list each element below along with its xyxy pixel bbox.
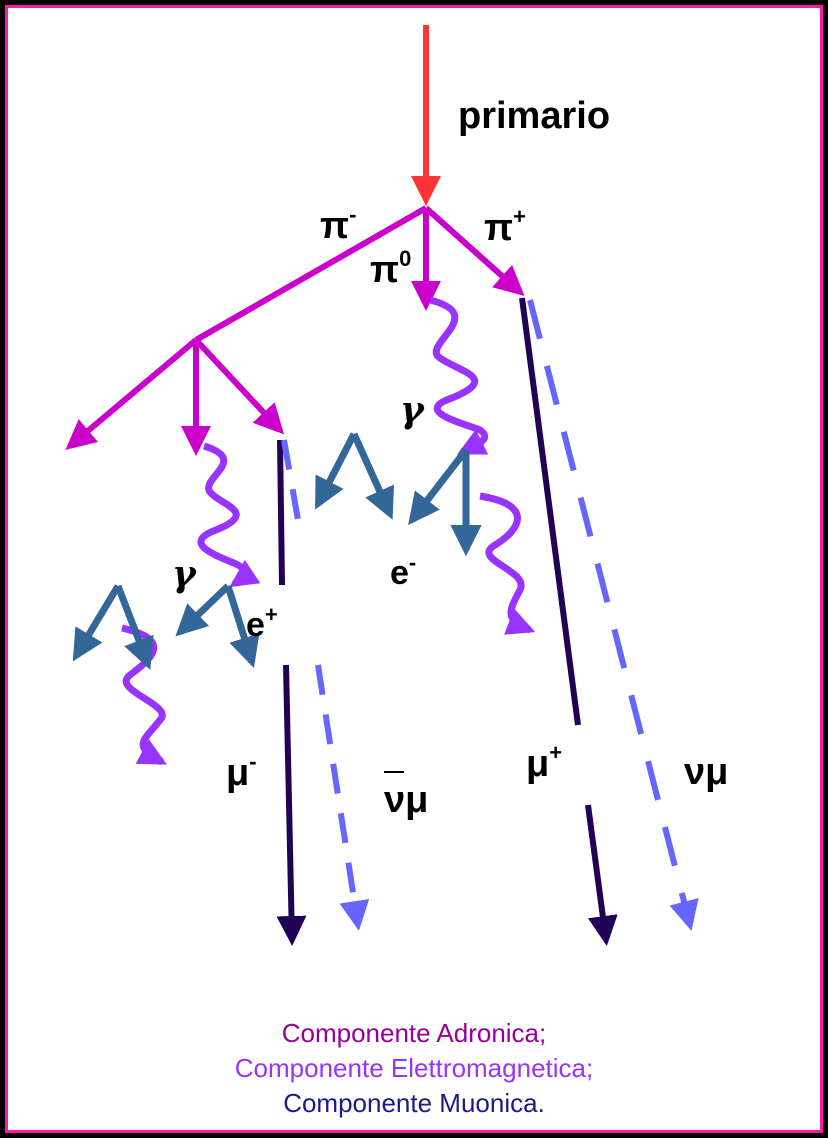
neutrino-track xyxy=(527,299,699,931)
label-pi-zero: π0 xyxy=(370,246,411,291)
muon-track-right-upper xyxy=(519,297,581,726)
hadron-branch-left xyxy=(65,337,198,450)
label-pi-plus: π+ xyxy=(484,204,526,249)
em-arrow-c1 xyxy=(314,432,358,510)
label-neutrino-mu: νμ xyxy=(684,751,728,793)
photon-wave-right xyxy=(479,492,536,635)
label-pi-minus: π- xyxy=(320,202,356,247)
legend-electromagnetic: Componente Elettromagnetica; xyxy=(234,1053,594,1083)
em-arrow-c2 xyxy=(350,432,395,520)
antineutrino-track-lower xyxy=(315,664,370,931)
em-arrow-c3 xyxy=(408,447,469,525)
photon-wave-center xyxy=(429,296,489,456)
em-arrow-bl1 xyxy=(72,584,122,662)
muon-track-left-lower xyxy=(276,664,307,946)
legend-hadronic: Componente Adronica; xyxy=(281,1018,547,1048)
label-gamma-left: γ xyxy=(172,553,198,595)
em-arrow-l1 xyxy=(175,583,231,637)
label-mu-minus: μ- xyxy=(226,749,257,794)
em-arrow-bl2 xyxy=(114,584,154,670)
pi-minus-track xyxy=(194,205,428,343)
legend: Componente Adronica; Componente Elettrom… xyxy=(0,1016,828,1121)
label-electron: e- xyxy=(390,550,416,592)
muon-track-right-lower xyxy=(585,804,618,946)
muon-track-left-upper xyxy=(277,439,285,586)
label-mu-plus: μ+ xyxy=(526,740,562,785)
label-primary: primario xyxy=(458,95,610,137)
antineutrino-track-upper xyxy=(281,439,301,521)
hadron-branch-right xyxy=(193,337,285,435)
legend-muonic: Componente Muonica. xyxy=(283,1088,545,1118)
label-gamma-center: γ xyxy=(400,389,426,431)
label-antineutrino-mu: νμ xyxy=(384,779,428,821)
label-positron: e+ xyxy=(246,602,278,644)
em-arrow-l2 xyxy=(224,584,260,669)
pi-plus-track xyxy=(424,205,525,296)
photon-wave-left xyxy=(197,442,261,588)
